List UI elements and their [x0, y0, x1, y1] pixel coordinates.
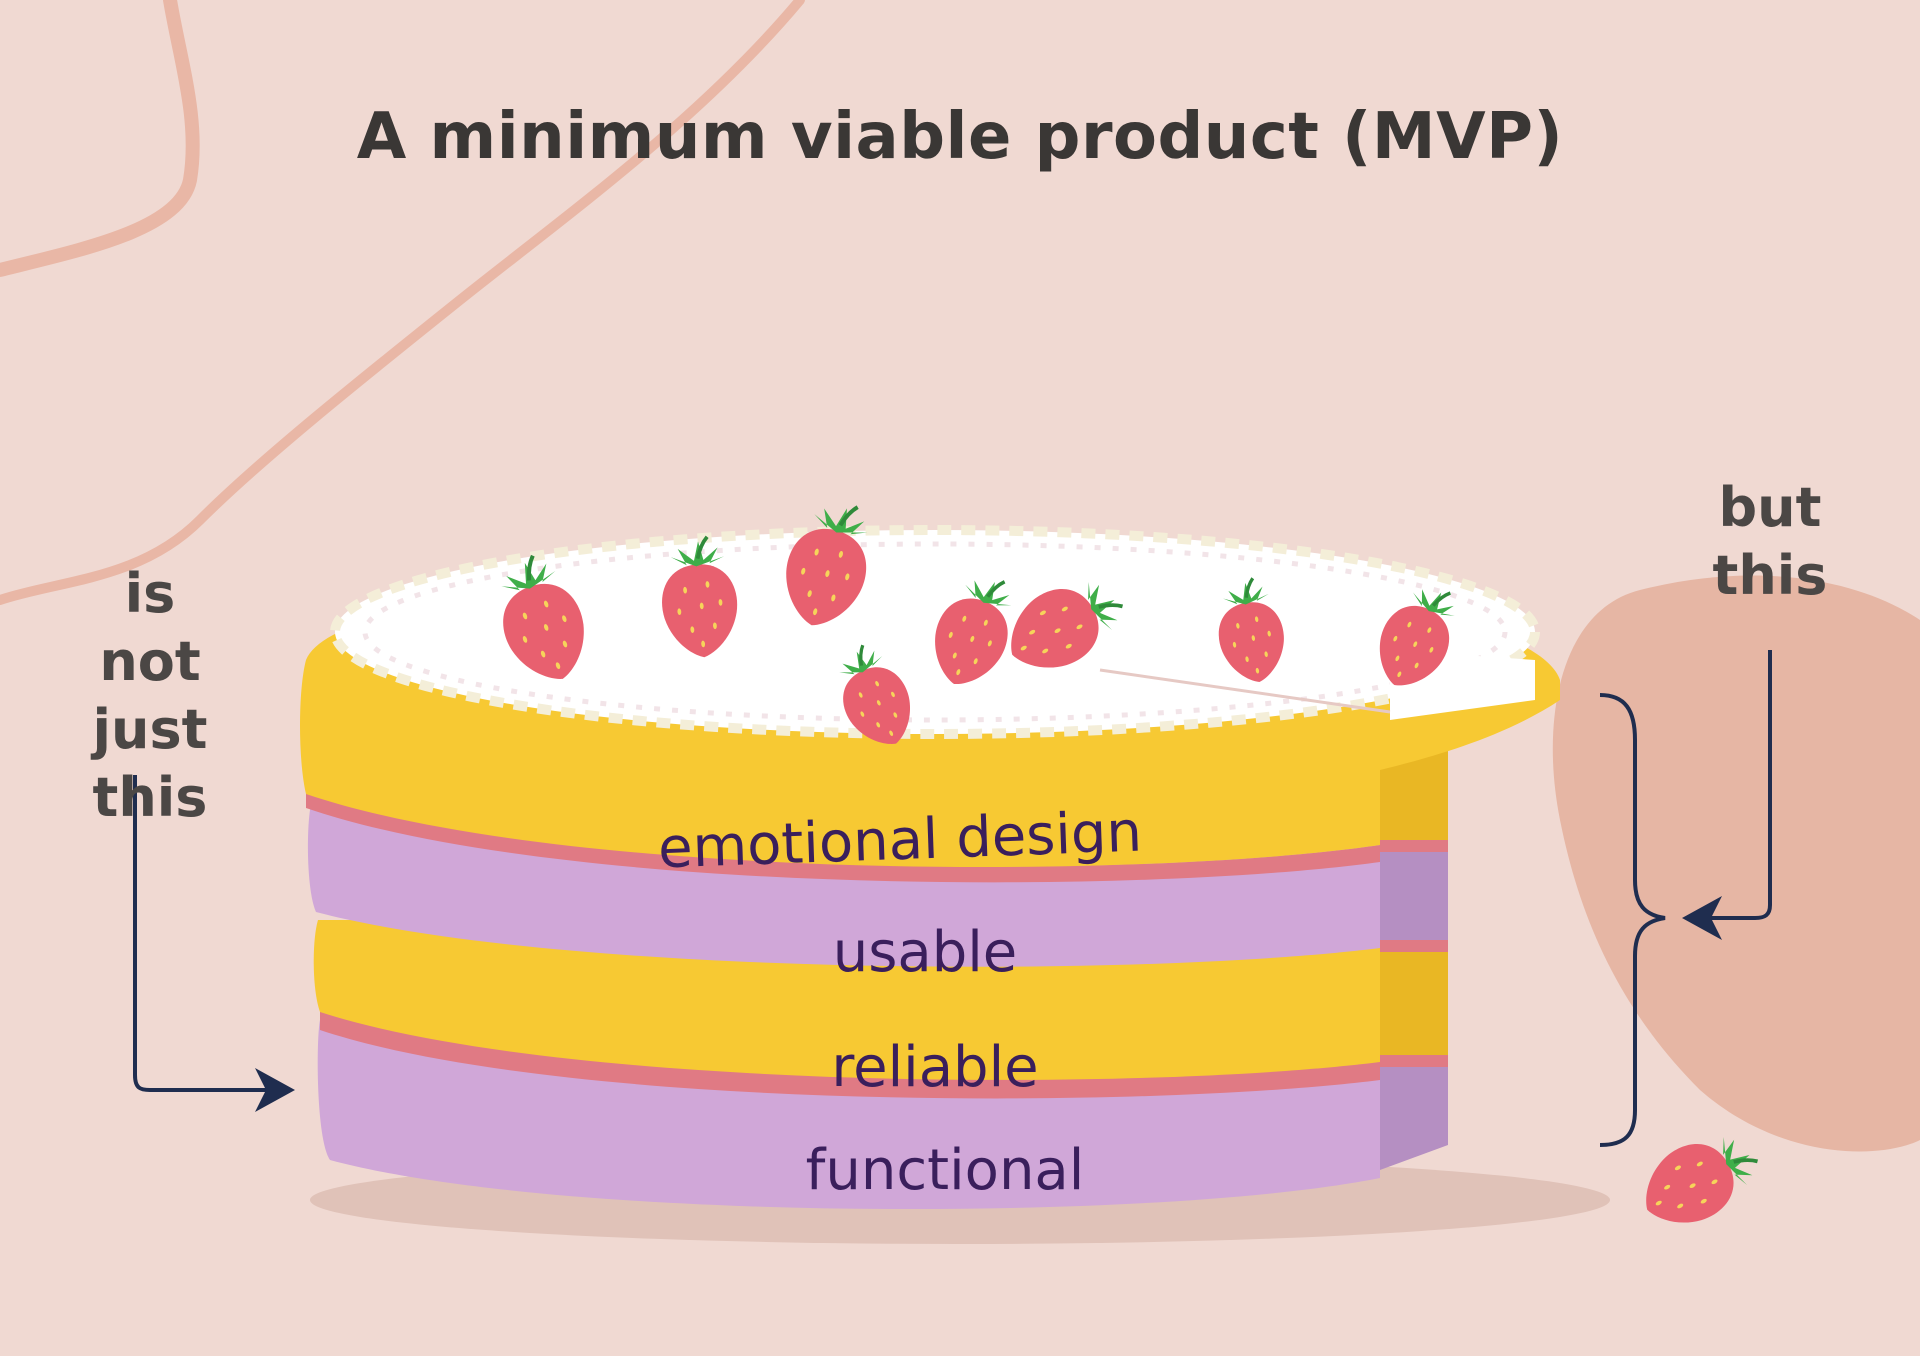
background-blob: [1552, 575, 1920, 1152]
right-label-line: but: [1718, 476, 1822, 539]
diagram-title: A minimum viable product (MVP): [356, 100, 1564, 174]
curly-brace-icon: [1599, 693, 1666, 1147]
left-label-line: just: [92, 698, 208, 761]
right-label-line: this: [1712, 544, 1828, 607]
arrow-left-icon: [1700, 650, 1772, 920]
strawberry-icon: [1626, 1115, 1772, 1245]
frosting: [330, 525, 1540, 739]
layer-label-usable: usable: [832, 920, 1018, 985]
arrow-left-icon-head: [1682, 896, 1722, 940]
left-label-line: this: [92, 766, 208, 829]
arrow-right-icon-head: [255, 1068, 295, 1112]
layer-label-functional: functional: [805, 1138, 1085, 1203]
left-label: is not just this: [70, 560, 230, 832]
right-label: but this: [1700, 474, 1840, 610]
background-stroke: [0, 0, 200, 277]
arrow-right-icon: [133, 775, 280, 1092]
left-label-line: is not: [99, 562, 201, 693]
layer-label-reliable: reliable: [831, 1035, 1039, 1100]
background-stroke: [0, 0, 805, 605]
slice-cut-face: [1380, 725, 1448, 1170]
